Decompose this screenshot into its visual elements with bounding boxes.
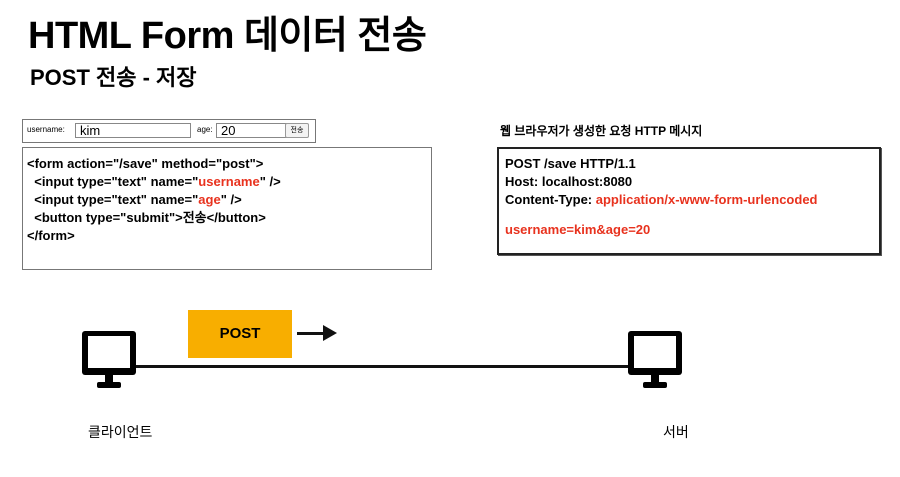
content-type-value: application/x-www-form-urlencoded: [595, 192, 818, 207]
submit-button[interactable]: 전송: [285, 123, 309, 138]
form-code-box: <form action="/save" method="post"> <inp…: [22, 147, 432, 270]
post-method-label: POST: [219, 325, 261, 342]
http-host-header: Host: localhost:8080: [505, 174, 633, 189]
request-arrow-line: [297, 332, 325, 335]
username-label: username:: [27, 125, 65, 134]
code-line-form-open: <form action="/save" method="post">: [27, 156, 264, 171]
code-text: " />: [220, 192, 242, 207]
code-line-form-close: </form>: [27, 228, 75, 243]
server-computer-icon: [628, 331, 682, 389]
content-type-label: Content-Type:: [505, 192, 596, 207]
code-line-button: <button type="submit">전송</button>: [27, 210, 266, 225]
code-line-age: <input type="text" name="age" />: [27, 191, 427, 209]
age-label: age:: [197, 125, 213, 134]
code-highlight-age: age: [198, 192, 221, 207]
page-subtitle: POST 전송 - 저장: [30, 65, 197, 90]
connection-line: [135, 365, 630, 368]
age-input[interactable]: 20: [216, 123, 306, 138]
arrow-right-icon: [323, 325, 337, 341]
http-body: username=kim&age=20: [505, 222, 651, 237]
form-preview: username: kim age: 20: [22, 119, 316, 143]
client-label: 클라이언트: [88, 424, 153, 440]
http-request-line: POST /save HTTP/1.1: [505, 156, 636, 171]
http-message-box: POST /save HTTP/1.1 Host: localhost:8080…: [497, 147, 881, 255]
code-highlight-username: username: [198, 174, 260, 189]
code-text: <input type="text" name=": [27, 174, 199, 189]
server-label: 서버: [663, 424, 689, 440]
code-text: <input type="text" name=": [27, 192, 199, 207]
client-computer-icon: [82, 331, 136, 389]
http-message-caption: 웹 브라우저가 생성한 요청 HTTP 메시지: [500, 124, 703, 138]
page-title: HTML Form 데이터 전송: [28, 15, 427, 57]
code-line-username: <input type="text" name="username" />: [27, 173, 427, 191]
code-text: " />: [259, 174, 281, 189]
http-content-type-header: Content-Type: application/x-www-form-url…: [505, 191, 873, 209]
post-method-box: POST: [188, 310, 292, 358]
username-input[interactable]: kim: [75, 123, 191, 138]
